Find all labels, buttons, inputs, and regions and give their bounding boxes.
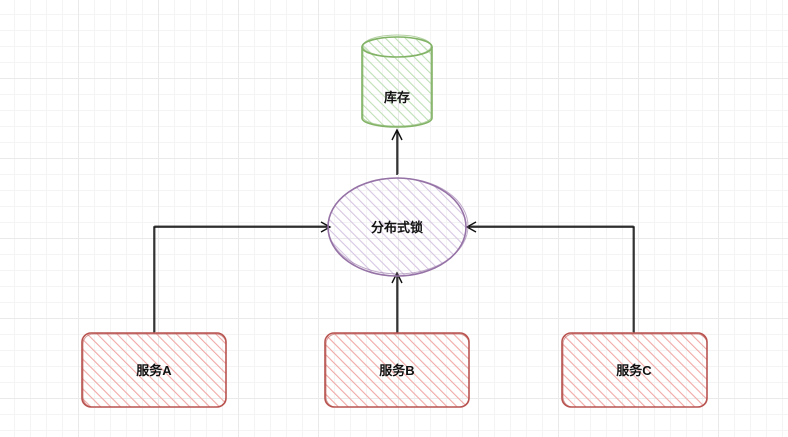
edge-service-b-to-lock[interactable] bbox=[391, 271, 403, 333]
node-storage[interactable]: 库存 bbox=[361, 34, 433, 128]
storage-label: 库存 bbox=[384, 90, 410, 105]
arrowhead-icon bbox=[465, 221, 477, 233]
service-a-label: 服务A bbox=[136, 363, 172, 378]
edge-service-c-to-lock[interactable] bbox=[465, 221, 635, 333]
node-distributed-lock[interactable]: 分布式锁 bbox=[327, 177, 469, 277]
edge-lock-to-storage[interactable] bbox=[391, 128, 403, 175]
lock-label: 分布式锁 bbox=[371, 220, 423, 235]
arrowhead-icon bbox=[391, 128, 403, 141]
service-b-label: 服务B bbox=[379, 363, 414, 378]
node-service-c[interactable]: 服务C bbox=[561, 332, 708, 408]
edge-service-a-to-lock[interactable] bbox=[153, 221, 332, 333]
node-service-a[interactable]: 服务A bbox=[81, 332, 227, 408]
service-c-label: 服务C bbox=[616, 363, 652, 378]
node-service-b[interactable]: 服务B bbox=[324, 332, 470, 408]
